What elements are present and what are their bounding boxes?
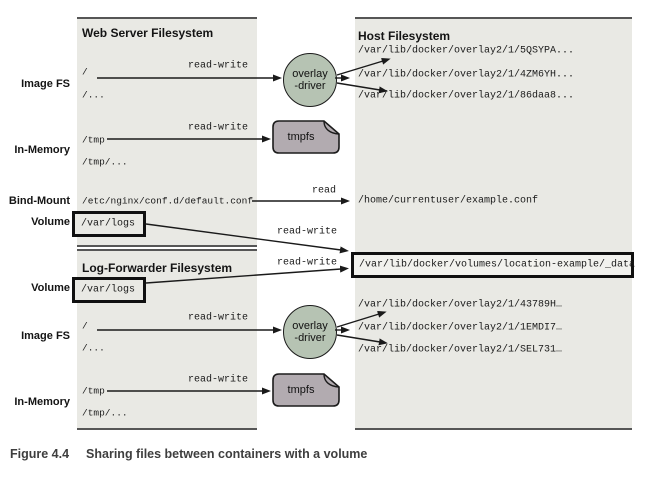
tmpfs-label-2: tmpfs [287,384,315,396]
host-filesystem-panel [355,17,632,430]
webserver-bind-path: /etc/nginx/conf.d/default.conf [82,195,254,207]
web-server-filesystem-panel [77,17,257,247]
overlay-driver2-label-line2: -driver [294,332,326,344]
edge-label-read: read [311,185,337,197]
host-overlay-path-5: /var/lib/docker/overlay2/1/1EMDI7… [358,322,563,334]
tmpfs-note-icon [272,120,340,154]
arrow-overlay-driver2-to-host-path-3 [336,334,388,346]
edge-label-read-write-2: read-write [187,122,249,134]
overlay-driver-label-line2: -driver [294,80,326,92]
row-label-volume-2: Volume [31,282,70,294]
tmpfs-label-1: tmpfs [287,131,315,143]
figure-caption: Figure 4.4 Sharing files between contain… [10,447,367,461]
overlay-driver-node-1: overlay -driver [283,53,337,107]
host-overlay-path-2: /var/lib/docker/overlay2/1/4ZM6YH... [358,69,575,81]
figure-number: Figure 4.4 [10,447,70,461]
tmpfs-node-2: tmpfs [272,373,342,407]
host-overlay-path-1: /var/lib/docker/overlay2/1/5QSYPA... [358,45,575,57]
overlay-driver-node-2: overlay -driver [283,305,337,359]
web-server-panel-title: Web Server Filesystem [82,26,214,40]
row-label-in-memory: In-Memory [14,144,70,156]
host-overlay-path-4: /var/lib/docker/overlay2/1/43789H… [358,299,563,311]
arrow-webserver-volume-to-host-volume [145,223,349,254]
logforwarder-tmp-path: /tmp [82,385,105,397]
host-overlay-path-6: /var/lib/docker/overlay2/1/SEL731… [358,344,563,356]
webserver-volume-path: /var/logs [81,218,136,230]
logforwarder-volume-path: /var/logs [81,284,136,296]
tmpfs-node-1: tmpfs [272,120,342,154]
row-label-volume-1: Volume [31,216,70,228]
overlay-driver2-label-line1: overlay [292,319,328,332]
host-bind-target-path: /home/currentuser/example.conf [358,195,539,207]
arrow-overlay-driver-to-host-path-3 [336,82,388,94]
log-forwarder-panel-title: Log-Forwarder Filesystem [82,261,233,275]
edge-label-read-write-1: read-write [187,60,249,72]
host-volume-target-box: /var/lib/docker/volumes/location-example… [351,252,636,278]
webserver-tmp-path: /tmp [82,134,105,146]
row-label-bind-mount: Bind-Mount [8,195,70,207]
logforwarder-volume-box: /var/logs [72,277,146,303]
edge-label-read-write-5: read-write [187,312,249,324]
logforwarder-root-dots: /... [82,342,105,354]
row-label-in-memory-2: In-Memory [14,396,70,408]
tmpfs-note-icon [272,373,340,407]
host-overlay-path-3: /var/lib/docker/overlay2/1/86daa8... [358,90,575,102]
webserver-volume-box: /var/logs [72,211,146,237]
arrow-overlay-driver-to-host-path-1 [336,57,391,76]
edge-label-read-write-4: read-write [276,257,338,269]
row-label-image-fs: Image FS [21,78,70,90]
host-volume-target-path: /var/lib/docker/volumes/location-example… [359,259,636,271]
edge-label-read-write-6: read-write [187,374,249,386]
webserver-tmp-dots: /tmp/... [82,156,128,168]
host-panel-title: Host Filesystem [358,29,451,43]
arrow-logforwarder-volume-to-host-volume [145,265,349,284]
overlay-driver-label-line1: overlay [292,67,328,80]
figure-caption-text: Sharing files between containers with a … [86,447,368,461]
logforwarder-root-path: / [82,320,88,332]
arrow-overlay-driver2-to-host-path-1 [336,310,387,328]
webserver-root-path: / [82,66,88,78]
edge-label-read-write-3: read-write [276,226,338,238]
row-label-image-fs-2: Image FS [21,330,70,342]
webserver-root-dots: /... [82,89,105,101]
logforwarder-tmp-dots: /tmp/... [82,407,128,419]
